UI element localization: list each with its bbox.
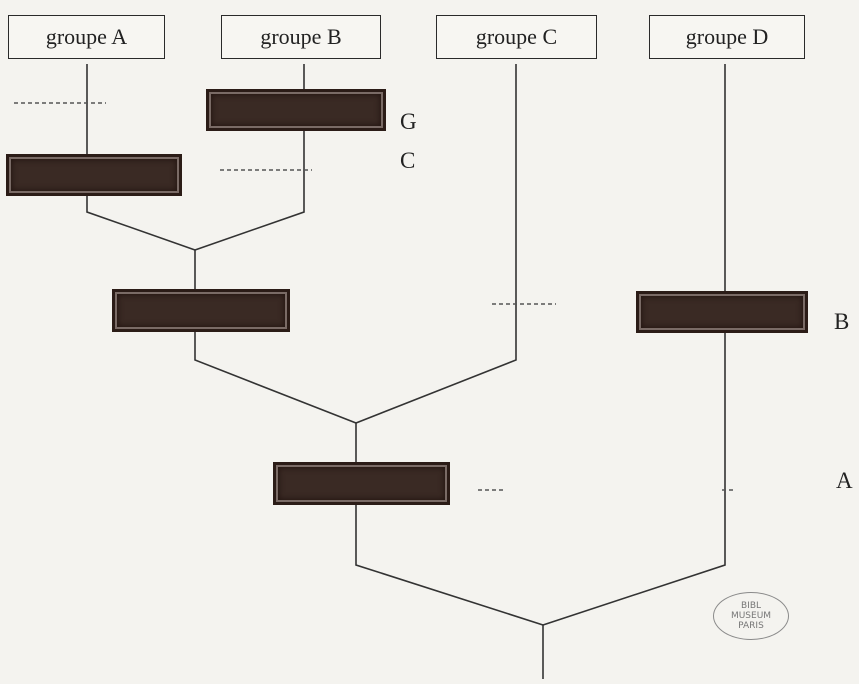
group-d-box: groupe D (649, 15, 805, 59)
group-b-box: groupe B (221, 15, 381, 59)
branch-c (355, 64, 517, 424)
character-bar-c (6, 154, 182, 196)
character-bar-b-right (636, 291, 808, 333)
level-label-c: C (400, 148, 416, 173)
branch-a (86, 64, 196, 251)
stamp-line-2: MUSEUM (730, 611, 772, 621)
group-c-box: groupe C (436, 15, 597, 59)
branch-ab (194, 250, 357, 424)
character-bar-g (206, 89, 386, 131)
level-label-b: B (834, 309, 850, 334)
group-a-box: groupe A (8, 15, 165, 59)
library-stamp: BIBL MUSEUM PARIS (713, 592, 789, 640)
level-label-a: A (836, 468, 853, 493)
character-bar-a (273, 462, 450, 505)
stamp-line-3: PARIS (738, 621, 764, 631)
stamp-line-1: BIBL (740, 601, 762, 611)
level-label-g: G (400, 109, 417, 134)
branch-abc (355, 423, 544, 626)
branch-d (542, 64, 726, 626)
character-bar-b-left (112, 289, 290, 332)
